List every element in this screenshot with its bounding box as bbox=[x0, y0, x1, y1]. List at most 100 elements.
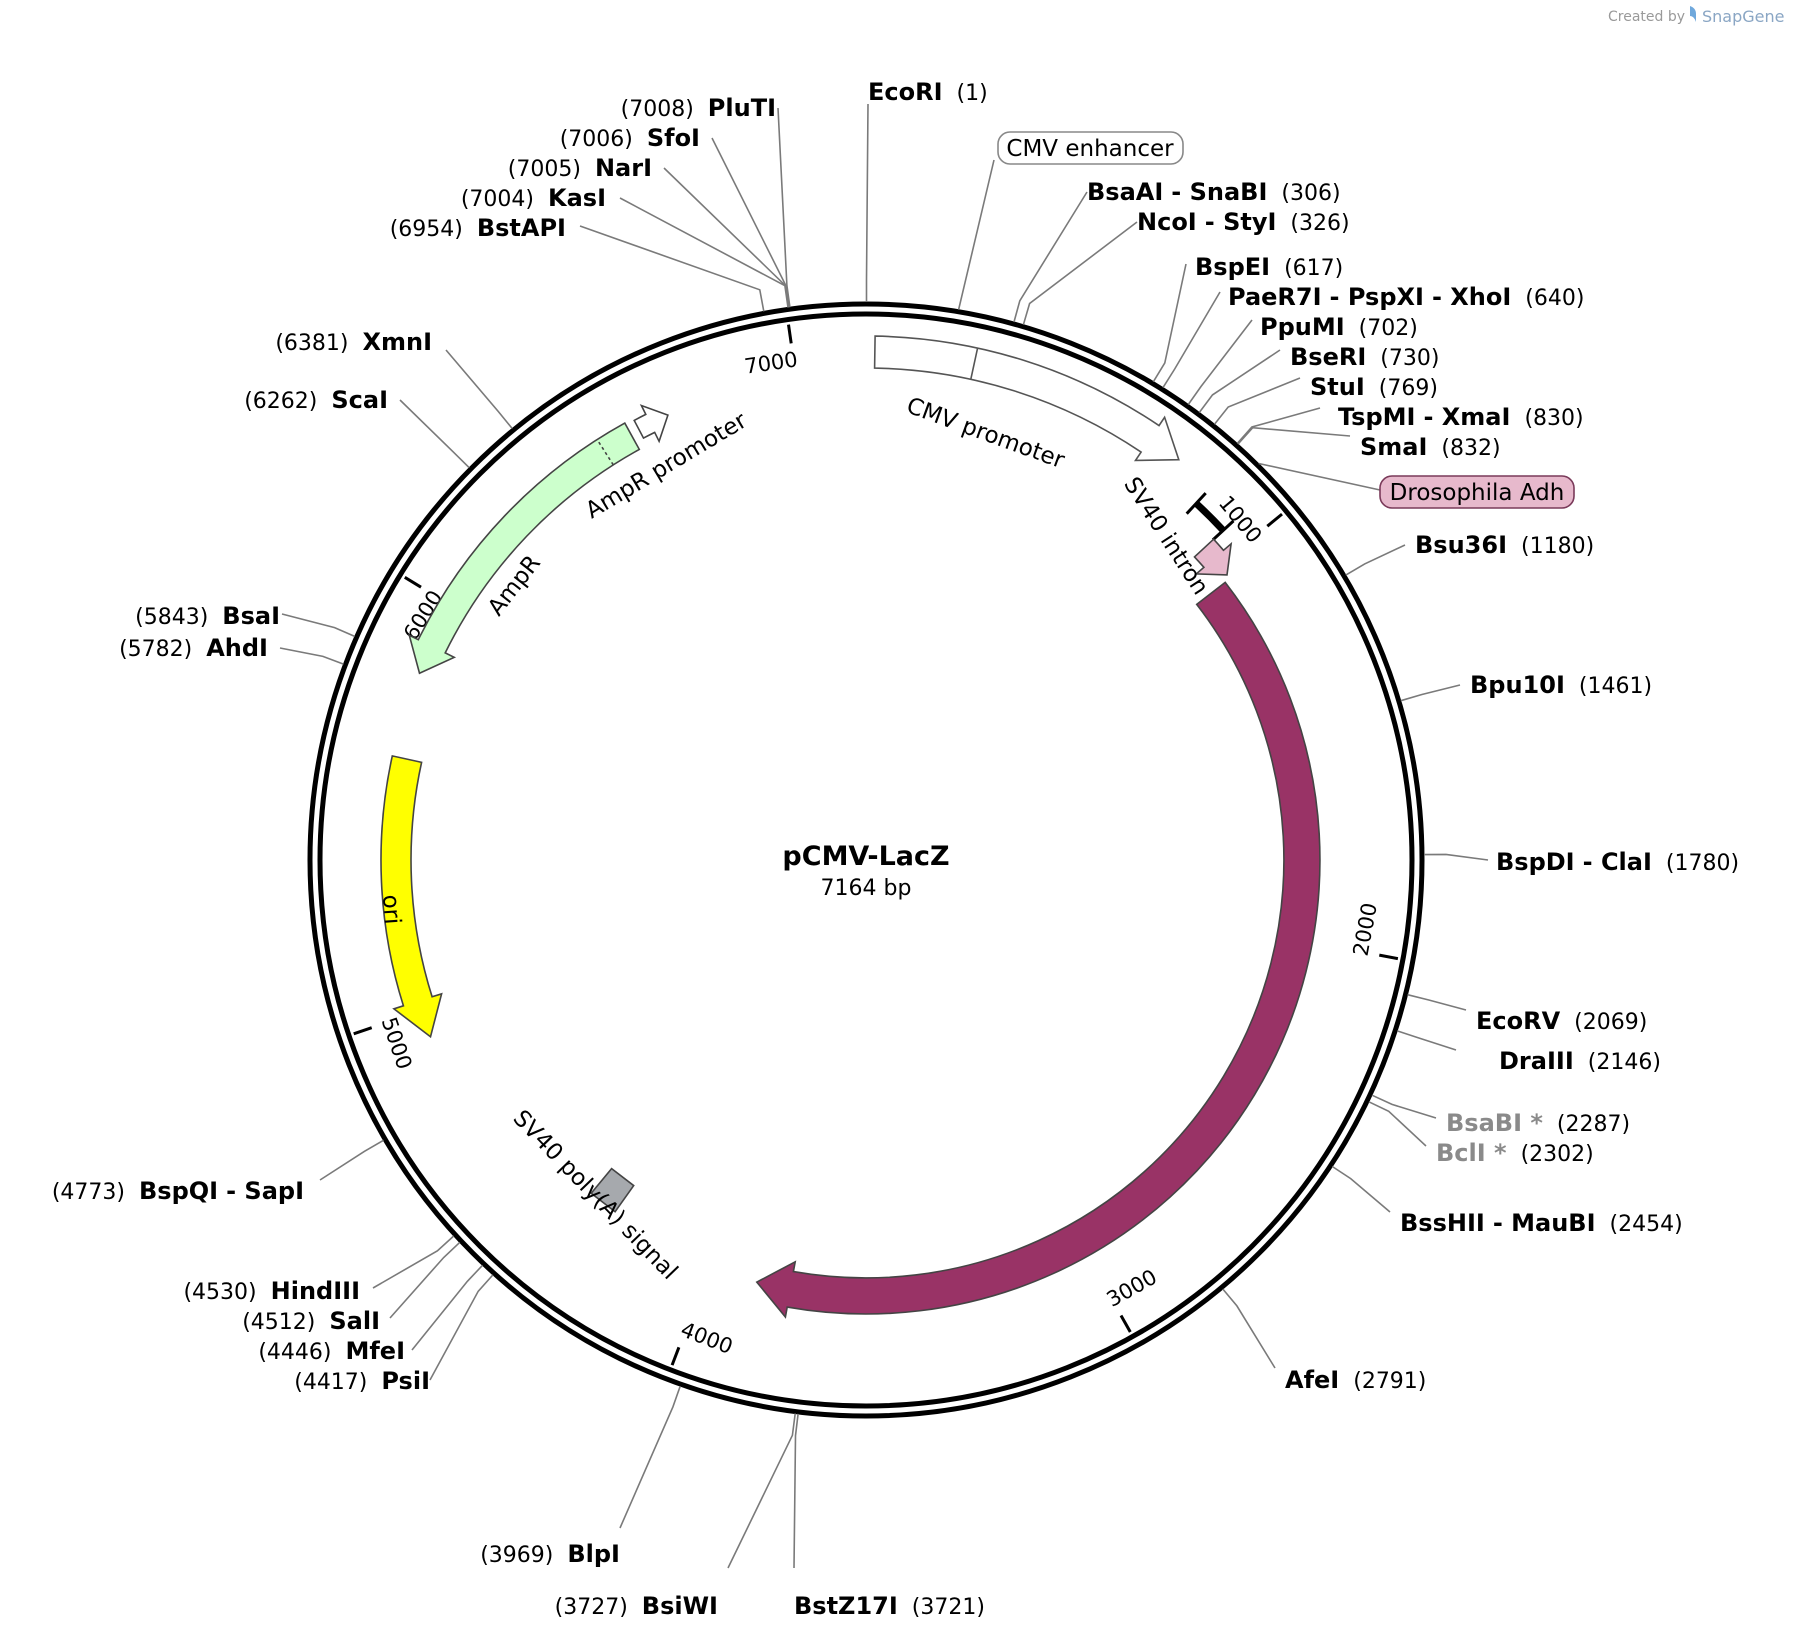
cmv-enhancer-label[interactable]: CMV enhancer bbox=[997, 131, 1184, 165]
ruler-label-3000: 3000 bbox=[1103, 1265, 1161, 1312]
site-afei[interactable]: AfeI(2791) bbox=[1285, 1366, 1426, 1394]
leader-ecorv bbox=[1407, 993, 1467, 1011]
ruler-tick-2000 bbox=[1379, 953, 1399, 961]
site-bsabi[interactable]: BsaBI *(2287) bbox=[1446, 1109, 1630, 1137]
leader-bsiwi bbox=[727, 1413, 796, 1569]
leader-smai bbox=[1237, 426, 1351, 445]
leader-bpu10i bbox=[1400, 684, 1461, 702]
site-ppumi[interactable]: PpuMI(702) bbox=[1260, 313, 1418, 341]
feature-ampr[interactable] bbox=[408, 422, 641, 675]
leader-bspqi bbox=[319, 1139, 384, 1181]
sv40-polya-label: SV40 poly(A) signal bbox=[508, 1105, 683, 1285]
leader-pluti bbox=[777, 107, 791, 308]
site-bpu10i[interactable]: Bpu10I(1461) bbox=[1470, 671, 1652, 699]
snapgene-logo-icon bbox=[1690, 6, 1696, 22]
site-stui[interactable]: StuI(769) bbox=[1310, 373, 1438, 401]
ruler-tick-3000 bbox=[1119, 1314, 1132, 1333]
leader-bcli bbox=[1368, 1101, 1427, 1147]
site-bspqi[interactable]: (4773)BspQI- SapI bbox=[52, 1177, 304, 1205]
leader-bsu36i bbox=[1345, 544, 1406, 576]
leader-draiii bbox=[1396, 1030, 1457, 1051]
ruler-label-4000: 4000 bbox=[678, 1317, 737, 1359]
leader-ppumi bbox=[1187, 319, 1253, 405]
site-pluti[interactable]: (7008)PluTI bbox=[621, 94, 776, 122]
leader-bstz17i bbox=[793, 1413, 799, 1569]
site-bsaai[interactable]: BsaAI- SnaBI(306) bbox=[1087, 178, 1341, 206]
site-bcli[interactable]: BclI *(2302) bbox=[1436, 1139, 1594, 1167]
site-ncoi[interactable]: NcoI- StyI(326) bbox=[1137, 208, 1350, 236]
site-sfoi[interactable]: (7006)SfoI bbox=[560, 124, 700, 152]
leader-bsabi bbox=[1371, 1094, 1437, 1119]
leader-stui bbox=[1213, 377, 1301, 425]
leader-sali bbox=[389, 1241, 461, 1319]
plasmid-name: pCMV-LacZ bbox=[782, 841, 949, 872]
restriction-site-labels: EcoRI(1) BsaAI- SnaBI(306)NcoI- StyI(326)… bbox=[52, 78, 1739, 1620]
site-ahdi[interactable]: (5782)AhdI bbox=[119, 634, 268, 662]
site-draiii[interactable]: DraIII(2146) bbox=[1499, 1047, 1661, 1075]
snapgene-credit[interactable]: Created by SnapGene bbox=[1608, 6, 1784, 26]
ruler-tick-4000 bbox=[670, 1346, 681, 1366]
ruler-tick-1000 bbox=[1266, 512, 1283, 528]
leader-paer7i bbox=[1162, 291, 1221, 389]
feature-lacz[interactable] bbox=[755, 581, 1321, 1319]
feature-ori[interactable] bbox=[380, 754, 443, 1039]
backbone-inner-ring bbox=[317, 311, 1415, 1409]
leader-hindiii bbox=[372, 1235, 455, 1289]
leader-bseri bbox=[1198, 349, 1281, 413]
site-ecori[interactable]: EcoRI(1) bbox=[868, 78, 988, 106]
credit-brand: SnapGene bbox=[1702, 7, 1784, 26]
site-bsiwi[interactable]: (3727)BsiWI bbox=[555, 1592, 718, 1620]
leader-scai bbox=[399, 399, 470, 469]
site-smai[interactable]: SmaI(832) bbox=[1360, 433, 1501, 461]
site-bsshii[interactable]: BssHII- MauBI(2454) bbox=[1400, 1209, 1683, 1237]
leader-kasi bbox=[619, 197, 789, 308]
site-kasi[interactable]: (7004)KasI bbox=[461, 184, 606, 212]
feature-cmv-promoter[interactable] bbox=[873, 335, 1180, 462]
ruler-label-5000: 5000 bbox=[377, 1014, 417, 1072]
site-scai[interactable]: (6262)ScaI bbox=[244, 386, 388, 414]
plasmid-size: 7164 bp bbox=[821, 876, 912, 901]
feature-ampr-promoter[interactable] bbox=[633, 404, 669, 444]
leader-blpi bbox=[619, 1385, 681, 1529]
site-nari[interactable]: (7005)NarI bbox=[508, 154, 652, 182]
site-bstz17i[interactable]: BstZ17I(3721) bbox=[794, 1592, 985, 1620]
site-psii[interactable]: (4417)PsiI bbox=[294, 1367, 430, 1395]
site-bstapi[interactable]: (6954)BstAPI bbox=[390, 214, 566, 242]
site-mfei[interactable]: (4446)MfeI bbox=[258, 1337, 405, 1365]
ruler-tick-5000 bbox=[353, 1026, 373, 1036]
site-sali[interactable]: (4512)SalI bbox=[242, 1307, 380, 1335]
svg-text:Drosophila Adh: Drosophila Adh bbox=[1390, 480, 1565, 506]
leader-xmni bbox=[445, 349, 513, 430]
site-bspdi[interactable]: BspDI- ClaI(1780) bbox=[1496, 848, 1739, 876]
site-paer7i[interactable]: PaeR7I- PspXI- XhoI(640) bbox=[1228, 283, 1584, 311]
leader-psii bbox=[429, 1274, 494, 1381]
feature-drosophila-adh[interactable] bbox=[1193, 538, 1233, 576]
drosophila-adh-label[interactable]: Drosophila Adh bbox=[1379, 475, 1575, 509]
site-bseri[interactable]: BseRI(730) bbox=[1290, 343, 1439, 371]
sv40-intron-label: SV40 intron bbox=[1118, 473, 1213, 600]
site-tspmi[interactable]: TspMI- XmaI(830) bbox=[1338, 403, 1584, 431]
cmv-promoter-label: CMV promoter bbox=[903, 393, 1068, 474]
site-bsai[interactable]: (5843)BsaI bbox=[135, 602, 280, 630]
ruler-tick-6000 bbox=[404, 576, 422, 589]
backbone-outer-ring bbox=[307, 301, 1425, 1419]
site-bsu36i[interactable]: Bsu36I(1180) bbox=[1415, 531, 1594, 559]
site-bspei[interactable]: BspEI(617) bbox=[1195, 253, 1343, 281]
feature-sv40-polya[interactable] bbox=[590, 1167, 635, 1213]
leader-bsshii bbox=[1331, 1165, 1391, 1213]
leader-sfoi bbox=[711, 137, 790, 308]
feature-sv40-intron[interactable] bbox=[1185, 492, 1235, 542]
leader-bsai bbox=[281, 613, 356, 638]
site-hindiii[interactable]: (4530)HindIII bbox=[183, 1277, 360, 1305]
site-blpi[interactable]: (3969)BlpI bbox=[480, 1540, 620, 1568]
ruler-label-7000: 7000 bbox=[743, 347, 799, 378]
leader-afei bbox=[1222, 1288, 1276, 1369]
site-xmni[interactable]: (6381)XmnI bbox=[275, 328, 432, 356]
feature-leader-line bbox=[1258, 462, 1381, 491]
leader-ecori bbox=[865, 103, 869, 302]
svg-text:CMV enhancer: CMV enhancer bbox=[1006, 136, 1174, 162]
ori-label: ori bbox=[377, 894, 405, 926]
site-leader-lines bbox=[279, 103, 1489, 1569]
site-ecorv[interactable]: EcoRV(2069) bbox=[1476, 1007, 1647, 1035]
